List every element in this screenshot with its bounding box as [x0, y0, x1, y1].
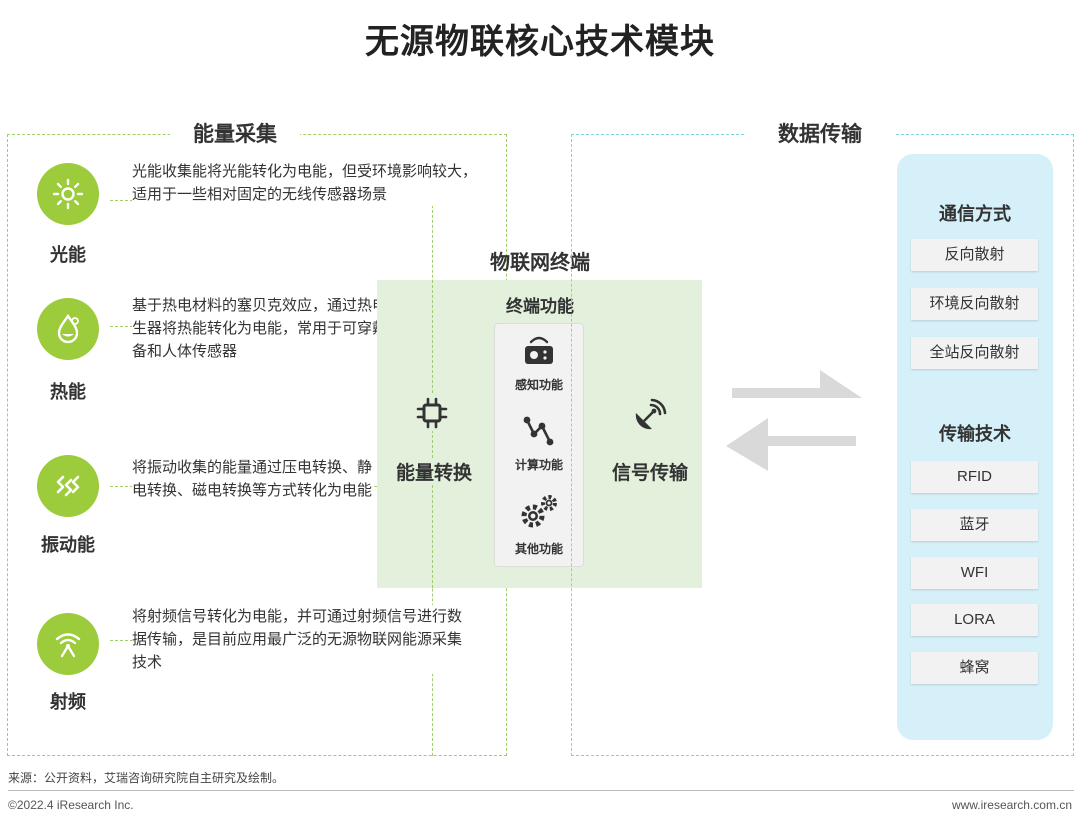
source-desc-rf: 将射频信号转化为电能，并可通过射频信号进行数据传输，是目前应用最广泛的无源物联网… — [132, 605, 472, 674]
signal-transmission-label: 信号传输 — [611, 463, 688, 484]
heat-drop-icon — [37, 298, 99, 360]
energy-harvesting-title: 能量采集 — [170, 118, 300, 148]
satellite-dish-icon — [632, 397, 668, 433]
transmission-tech-title: 传输技术 — [939, 424, 1011, 444]
source-desc-heat: 基于热电材料的塞贝克效应，通过热电发生器将热能转化为电能，常用于可穿戴设备和人体… — [132, 294, 407, 363]
data-transmission-title: 数据传输 — [745, 118, 895, 148]
website-link[interactable]: www.iresearch.com.cn — [951, 798, 1072, 812]
function-label-compute: 计算功能 — [514, 458, 563, 472]
chip-icon — [414, 395, 450, 431]
tech-item: RFID — [911, 461, 1038, 493]
iot-terminal-title: 物联网终端 — [490, 252, 590, 274]
tech-item: LORA — [911, 604, 1038, 636]
source-name-rf: 射频 — [50, 692, 86, 712]
terminal-connector — [432, 280, 433, 588]
tech-item: 蜂窝 — [911, 652, 1038, 684]
energy-conversion-label: 能量转换 — [379, 458, 489, 485]
function-label-other: 其他功能 — [514, 542, 563, 556]
sun-icon — [37, 163, 99, 225]
communication-item: 反向散射 — [911, 239, 1038, 271]
page-title: 无源物联核心技术模块 — [365, 23, 715, 61]
tech-item: 蓝牙 — [911, 509, 1038, 541]
communication-item: 环境反向散射 — [911, 288, 1038, 320]
source-name-vibration: 振动能 — [41, 535, 95, 555]
source-desc-solar: 光能收集能将光能转化为电能，但受环境影响较大，适用于一些相对固定的无线传感器场景 — [132, 160, 477, 206]
source-desc-vibration: 将振动收集的能量通过压电转换、静电转换、磁电转换等方式转化为电能 — [132, 456, 372, 502]
tech-item: WFI — [911, 557, 1038, 589]
rf-signal-icon — [37, 613, 99, 675]
communication-item: 全站反向散射 — [911, 337, 1038, 369]
function-label-sensing: 感知功能 — [514, 378, 563, 392]
terminal-functions-title: 终端功能 — [506, 297, 574, 316]
source-note: 来源：公开资料，艾瑞咨询研究院自主研究及绘制。 — [8, 771, 285, 785]
vibration-icon — [37, 455, 99, 517]
source-name-solar: 光能 — [50, 245, 86, 265]
sensor-icon — [521, 332, 557, 368]
source-name-heat: 热能 — [50, 382, 86, 402]
copyright: ©2022.4 iResearch Inc. — [8, 798, 134, 812]
gears-icon — [519, 494, 559, 530]
compute-icon — [521, 412, 557, 448]
footer-divider — [8, 790, 1074, 791]
exchange-arrows-icon — [724, 368, 864, 473]
communication-method-title: 通信方式 — [939, 204, 1011, 224]
